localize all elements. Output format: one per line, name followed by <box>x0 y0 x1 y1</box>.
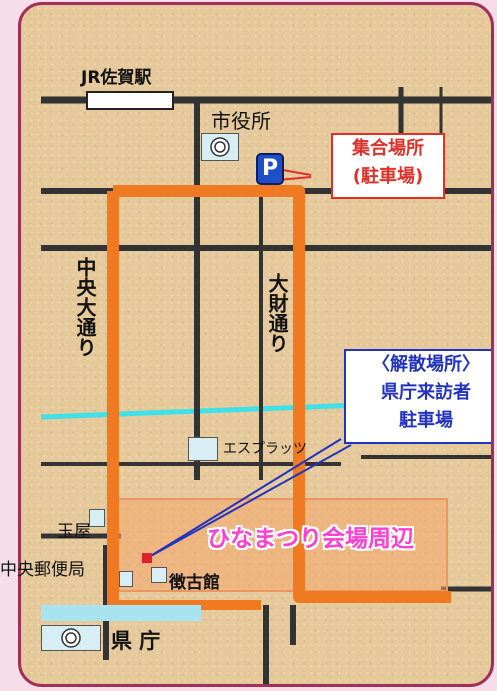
route-line <box>107 185 451 605</box>
map-roads <box>40 87 491 684</box>
venue-label: ひなまつり会場周辺 <box>207 526 414 552</box>
esplatz-label: エスプラッツ <box>223 441 307 457</box>
map: JR佐賀駅 市役所 P 集合場所 (駐車場) 中央大通り 大財通り 〈解散場所〉… <box>18 2 494 687</box>
building-icon <box>61 628 81 648</box>
park-band <box>41 605 201 621</box>
chokokan-label: 徴古館 <box>169 573 220 593</box>
prefectural-office-label: 県 庁 <box>111 629 161 653</box>
parking-icon: P <box>256 153 284 185</box>
assembly-point-box: 集合場所 (駐車場) <box>331 133 445 199</box>
assembly-line1: 集合場所 <box>352 138 424 159</box>
chokokan-building <box>151 567 167 583</box>
prefectural-office-building <box>41 625 101 651</box>
station-building <box>86 91 174 110</box>
building-icon <box>210 137 230 157</box>
dispersal-line1: 〈解散場所〉 <box>372 354 480 375</box>
city-hall-label: 市役所 <box>211 109 271 133</box>
tamaya-label: 玉屋 <box>57 522 91 542</box>
post-office-building <box>119 571 133 587</box>
post-office-label: 中央郵便局 <box>0 560 85 580</box>
taizai-street-label: 大財通り <box>265 273 289 353</box>
dispersal-pointer <box>148 438 342 558</box>
esplatz-building <box>188 437 218 461</box>
post-office-marker <box>142 553 152 563</box>
dispersal-line2: 県庁来訪者 <box>381 382 471 403</box>
dispersal-line3: 駐車場 <box>399 410 453 431</box>
dispersal-pointer-2 <box>148 444 352 558</box>
chuo-street-label: 中央大通り <box>73 257 97 357</box>
dispersal-point-box: 〈解散場所〉 県庁来訪者 駐車場 <box>344 349 491 444</box>
tamaya-building <box>89 509 105 527</box>
station-label: JR佐賀駅 <box>81 68 152 88</box>
assembly-line2: (駐車場) <box>352 166 424 187</box>
city-hall-building <box>201 133 239 161</box>
